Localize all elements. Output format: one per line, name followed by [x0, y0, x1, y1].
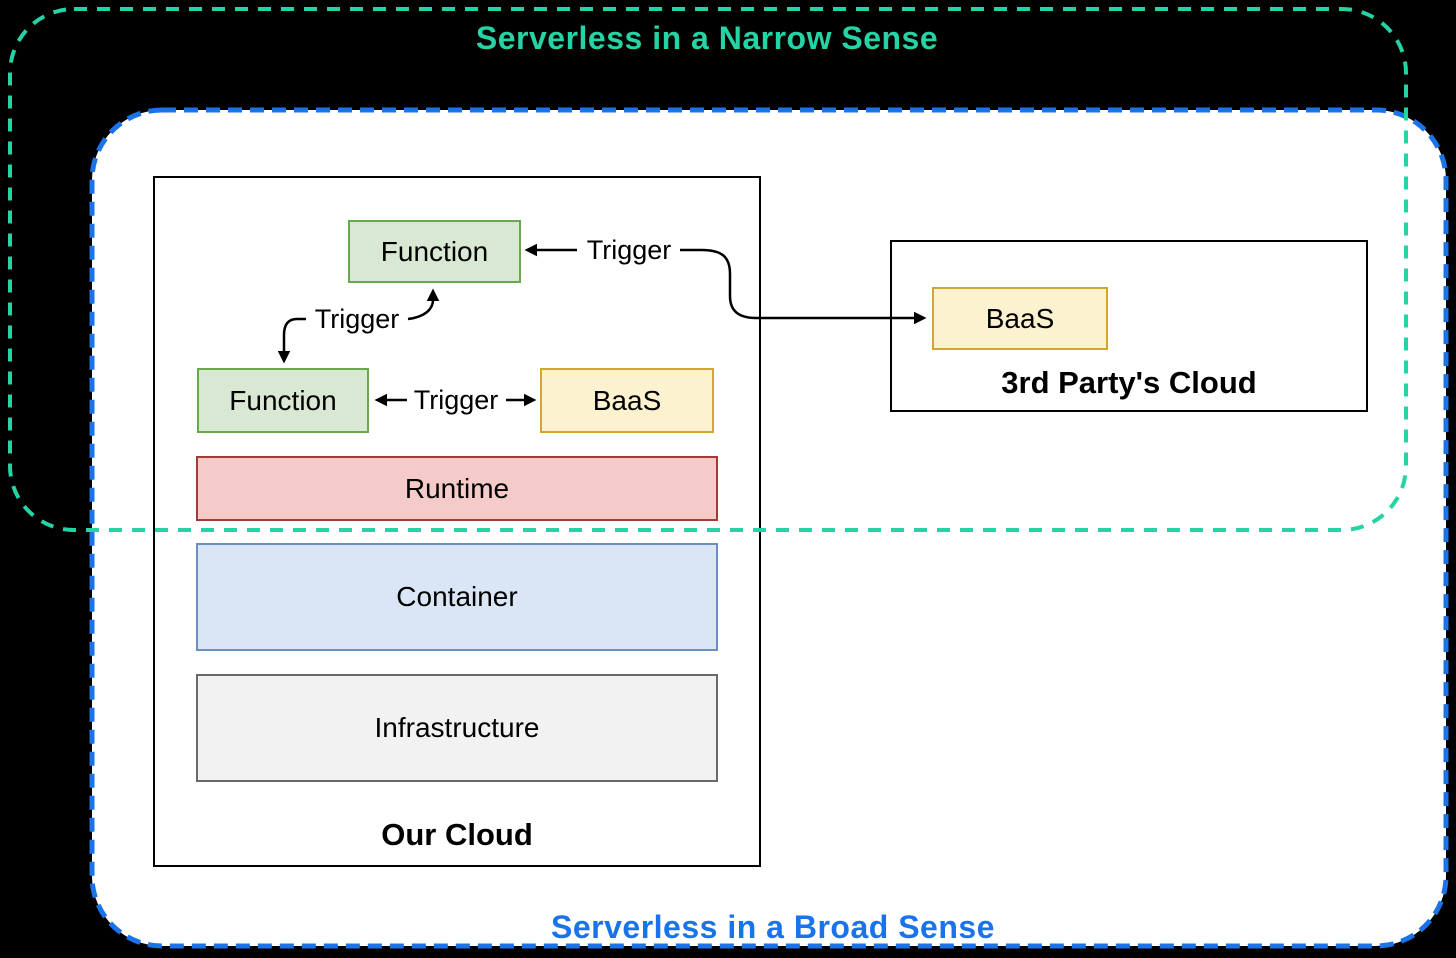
function-box-left: Function — [197, 368, 369, 433]
broad-sense-title: Serverless in a Broad Sense — [551, 909, 995, 945]
baas-box-internal: BaaS — [540, 368, 714, 433]
container-layer: Container — [196, 543, 718, 651]
baas-box-third-party: BaaS — [932, 287, 1108, 350]
runtime-layer: Runtime — [196, 456, 718, 521]
function-box-top: Function — [348, 220, 521, 283]
our-cloud-label: Our Cloud — [381, 817, 533, 852]
narrow-sense-title: Serverless in a Narrow Sense — [475, 20, 939, 56]
infrastructure-layer: Infrastructure — [196, 674, 718, 782]
third-party-cloud-label: 3rd Party's Cloud — [1001, 365, 1257, 400]
